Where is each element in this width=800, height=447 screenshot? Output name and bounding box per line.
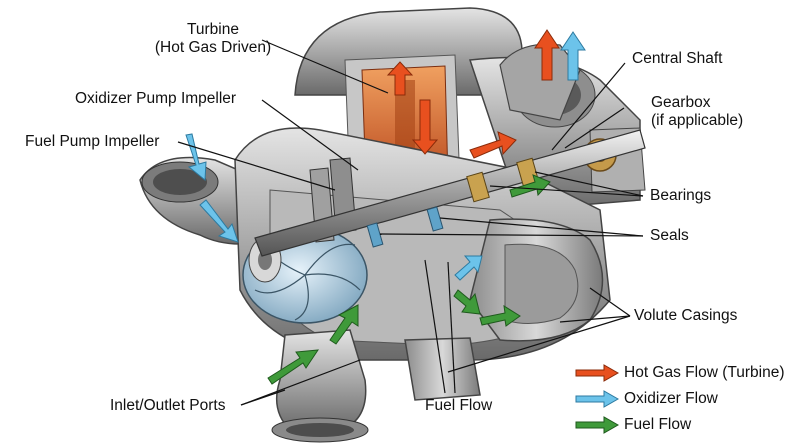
legend-fuel: Fuel Flow <box>574 414 691 436</box>
hot-gas-arrow-icon <box>575 364 620 382</box>
fuel-pump-impeller-label: Fuel Pump Impeller <box>25 133 160 150</box>
central-shaft <box>254 129 646 257</box>
legend-fuel-label: Fuel Flow <box>624 416 692 433</box>
turbine-label-line1: Turbine <box>187 21 239 38</box>
gearbox-label: Gearbox (if applicable) <box>651 94 743 130</box>
fuel-arrow-icon <box>575 416 620 434</box>
gearbox-label-line1: Gearbox <box>651 94 711 111</box>
oxidizer-pump-impeller-label: Oxidizer Pump Impeller <box>75 90 237 107</box>
turbine-label: Turbine (Hot Gas Driven) <box>148 21 278 57</box>
volute-casings-label: Volute Casings <box>634 307 738 324</box>
legend-oxidizer-label: Oxidizer Flow <box>624 390 718 407</box>
leader-lines <box>177 39 644 406</box>
legend-oxidizer: Oxidizer Flow <box>574 388 718 410</box>
fuel-flow-arrows <box>267 174 551 385</box>
seals-label: Seals <box>650 227 689 244</box>
turbine-label-line2: (Hot Gas Driven) <box>154 39 272 56</box>
hot-gas-flow-arrows <box>386 29 560 159</box>
oxidizer-arrow-icon <box>575 390 620 408</box>
fuel-flow-label: Fuel Flow <box>425 397 493 414</box>
legend-hot-gas: Hot Gas Flow (Turbine) <box>574 362 785 384</box>
bearings <box>466 157 540 203</box>
central-shaft-label: Central Shaft <box>632 50 723 67</box>
legend-hot-gas-label: Hot Gas Flow (Turbine) <box>624 364 785 381</box>
bearings-label: Bearings <box>650 187 712 204</box>
inlet-outlet-ports-label: Inlet/Outlet Ports <box>110 397 226 414</box>
seals <box>366 206 444 248</box>
gearbox-label-line2: (if applicable) <box>651 112 744 129</box>
